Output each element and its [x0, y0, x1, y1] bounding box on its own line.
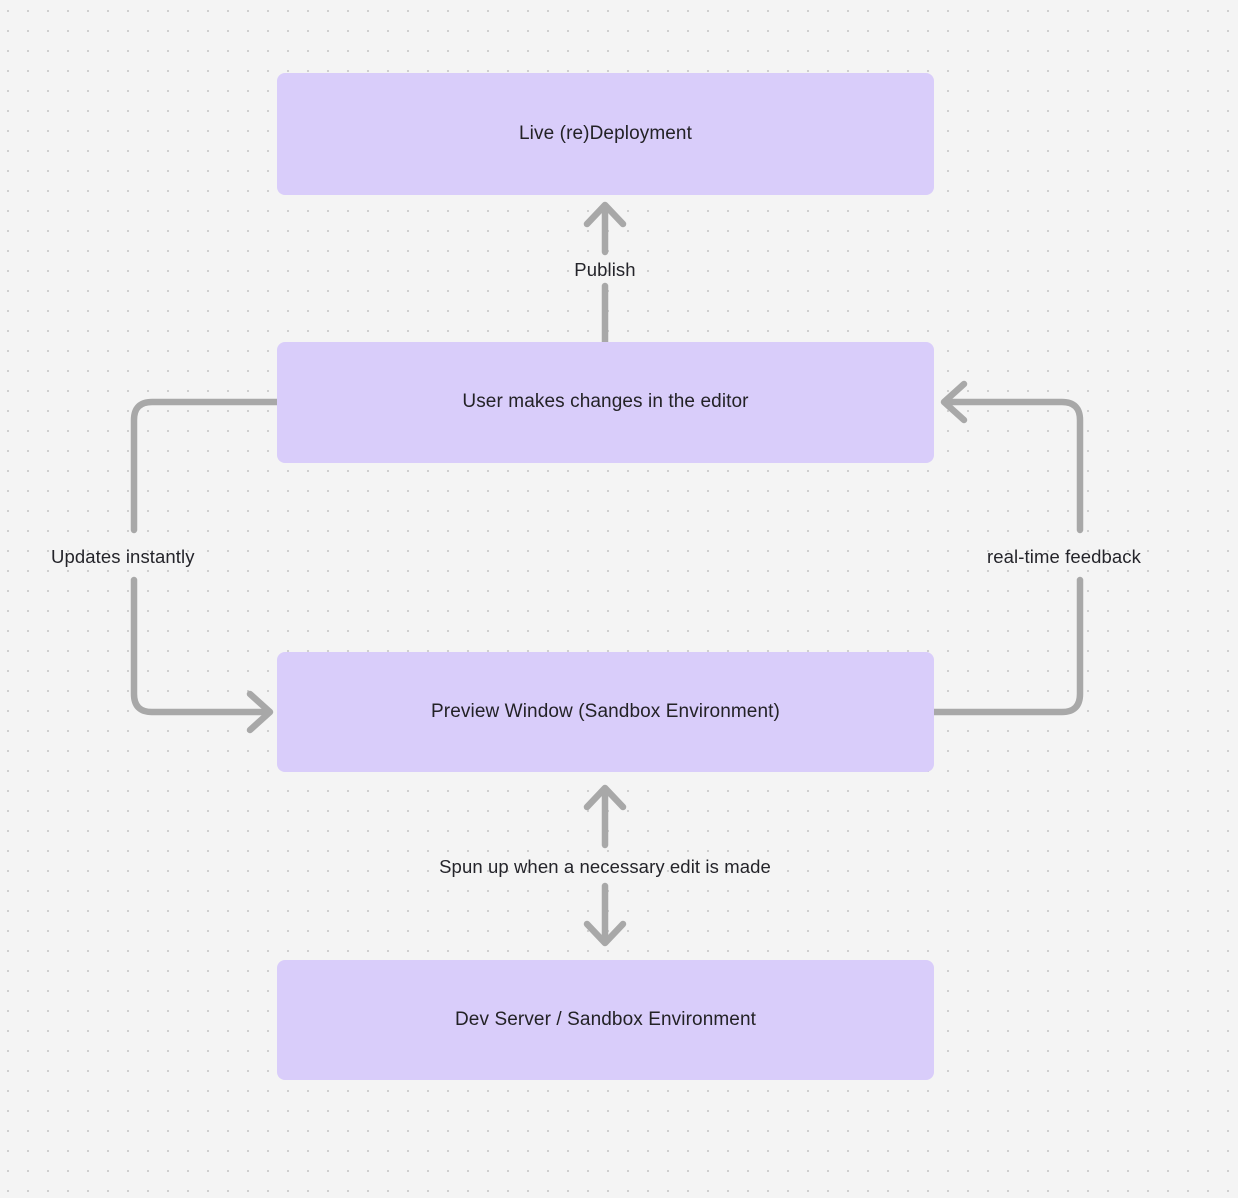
node-preview-window[interactable]: Preview Window (Sandbox Environment) [277, 652, 934, 772]
node-label: Live (re)Deployment [519, 122, 692, 144]
edge-label-publish: Publish [574, 259, 636, 280]
node-live-redeployment[interactable]: Live (re)Deployment [277, 73, 934, 195]
edge-label-real-time-feedback: real-time feedback [987, 546, 1141, 567]
node-label: Preview Window (Sandbox Environment) [431, 700, 780, 722]
node-user-makes-changes[interactable]: User makes changes in the editor [277, 342, 934, 463]
node-label: User makes changes in the editor [462, 391, 749, 413]
edge-label-updates-instantly: Updates instantly [51, 546, 195, 567]
node-dev-server[interactable]: Dev Server / Sandbox Environment [277, 960, 934, 1080]
node-label: Dev Server / Sandbox Environment [454, 1008, 756, 1030]
edge-label-spun-up: Spun up when a necessary edit is made [439, 856, 771, 877]
